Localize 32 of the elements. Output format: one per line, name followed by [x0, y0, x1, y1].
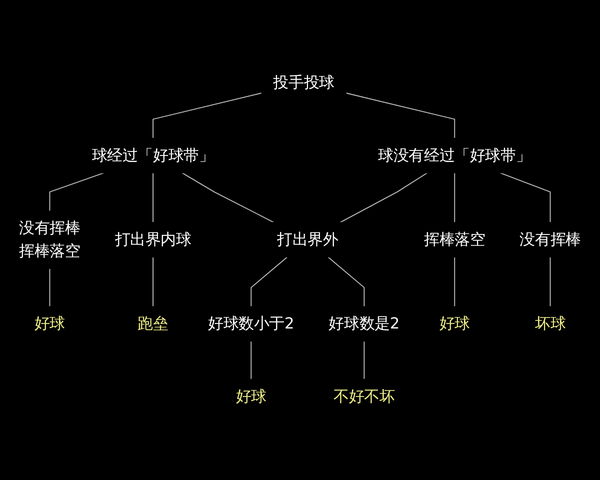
node-text: 好球	[236, 387, 266, 406]
node-text: 投手投球	[273, 74, 334, 92]
node-text: 好球数是2	[328, 314, 400, 333]
connector	[339, 172, 428, 224]
node-text: 打出界外	[277, 230, 338, 249]
node-text: 球经过「好球带」	[92, 146, 214, 164]
node-text: 跑垒	[138, 314, 168, 333]
connector	[364, 340, 365, 380]
node-text: 好球	[439, 314, 470, 333]
connector	[454, 256, 456, 308]
connector	[182, 172, 274, 224]
node-text: 不好不坏	[334, 387, 395, 406]
connector	[152, 92, 262, 140]
connector	[328, 256, 365, 308]
node-text: 坏球	[534, 314, 566, 333]
connector	[152, 172, 154, 224]
connector	[49, 172, 105, 212]
node-text: 好球数小于2	[208, 314, 294, 333]
connector	[345, 92, 456, 140]
connector	[49, 268, 50, 308]
node-text: 好球	[34, 314, 66, 333]
connector	[152, 256, 154, 308]
connector	[250, 256, 288, 308]
node-text: 没有挥棒	[520, 230, 581, 249]
node-text: 球没有经过「好球带」	[378, 146, 532, 164]
connector	[550, 256, 551, 308]
node-text: 挥棒落空	[424, 230, 486, 249]
node-text: 打出界内球	[114, 230, 192, 249]
connector	[250, 340, 252, 380]
connector	[454, 172, 456, 224]
connector	[499, 172, 551, 224]
node-text: 没有挥棒 挥棒落空	[19, 218, 80, 260]
